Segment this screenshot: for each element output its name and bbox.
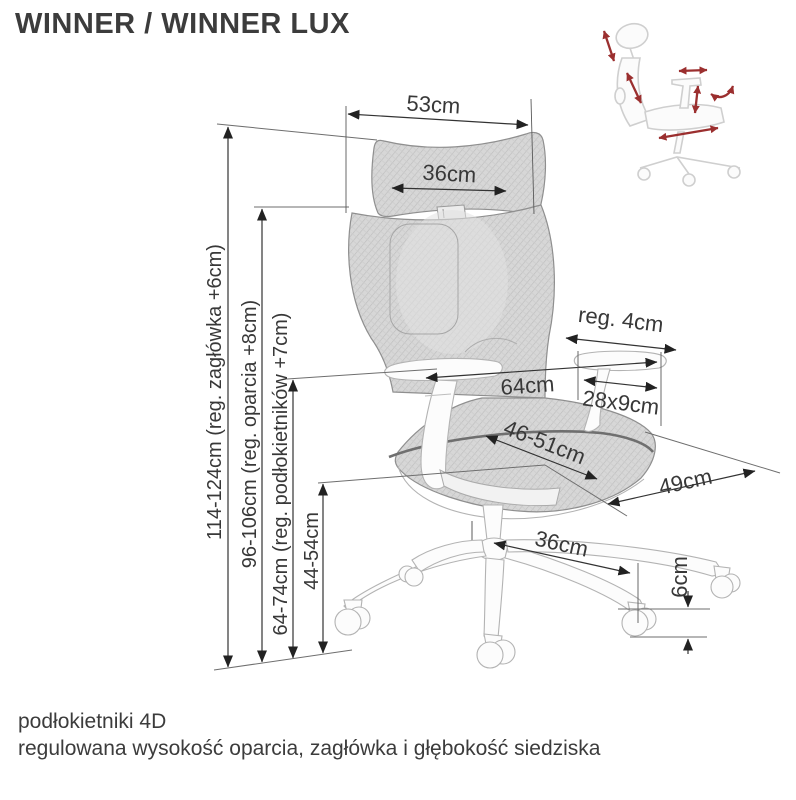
dim-label-width-with-armrests: 64cm: [500, 371, 555, 400]
dim-caster-height: 6cm: [618, 556, 710, 654]
dim-label-caster-height: 6cm: [667, 556, 692, 598]
dim-label-total-height: 114-124cm (reg. zagłówka +6cm): [204, 244, 226, 540]
armrest-height-arrow: [691, 85, 702, 114]
armrest-left-joint: [424, 393, 452, 397]
dim-label-seat-width: 49cm: [656, 464, 714, 500]
page-title: WINNER / WINNER LUX: [15, 8, 350, 40]
backrest-highlight: [396, 210, 508, 354]
feature-note-armrests: podłokietniki 4D: [18, 710, 167, 733]
dim-total-height: 114-124cm (reg. zagłówka +6cm): [204, 126, 233, 668]
armrest-right-pad: [573, 350, 667, 372]
backrest-height-arrow: [625, 72, 643, 104]
armrest-left-stem: [420, 379, 458, 490]
armrest-pivot-arrow: [710, 85, 735, 102]
gas-lift-column: [482, 504, 504, 541]
dim-armrest-height: 64-74cm (reg. podłokietników +7cm): [270, 313, 298, 659]
dim-label-headrest-width: 36cm: [422, 160, 477, 188]
dim-label-backrest-height: 96-106cm (reg. oparcia +8cm): [239, 300, 261, 568]
dim-label-headrest-outer-width: 53cm: [406, 90, 461, 118]
adjustability-diagram: [602, 22, 741, 187]
adjustment-arrows: [602, 30, 735, 141]
dim-label-seat-height: 44-54cm: [301, 512, 323, 590]
dimension-annotations: 53cm 36cm reg. 4cm 64cm 28x9cm: [204, 90, 781, 668]
ground-line: [213, 649, 353, 671]
headrest-height-arrow: [602, 30, 616, 62]
dim-backrest-height: 96-106cm (reg. oparcia +8cm): [239, 208, 267, 663]
dim-headrest-outer-width: 53cm: [345, 90, 535, 215]
dim-armrest-slide: reg. 4cm: [565, 302, 677, 354]
feature-note-adjustability: regulowana wysokość oparcia, zagłówka i …: [18, 737, 601, 760]
dim-label-armrest-slide: reg. 4cm: [577, 302, 665, 337]
lumbar-curve: [464, 337, 518, 353]
dim-seat-height: 44-54cm: [301, 483, 328, 654]
dim-width-with-armrests: 64cm: [425, 357, 658, 400]
feature-notes: podłokietniki 4D regulowana wysokość opa…: [18, 708, 600, 762]
dim-label-armrest-height: 64-74cm (reg. podłokietników +7cm): [270, 313, 292, 636]
mini-chair-outline: [614, 22, 741, 187]
armrest-slide-arrow: [678, 66, 708, 75]
seat-depth-arrow: [658, 125, 719, 141]
lumbar-panel: [389, 223, 459, 335]
casters: [334, 565, 741, 669]
dim-headrest-width: 36cm: [391, 160, 507, 196]
seat-mechanism: [439, 469, 561, 507]
